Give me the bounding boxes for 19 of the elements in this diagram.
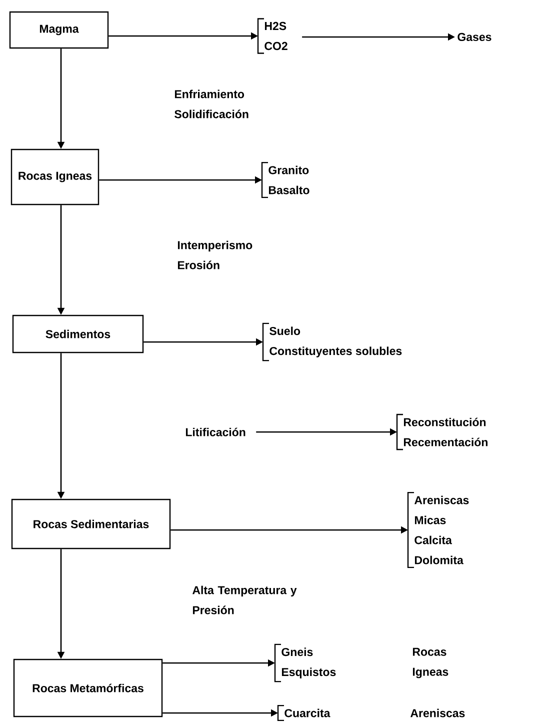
process-box: Rocas Sedimentarias [11,498,171,550]
process-box: Magma [9,11,109,49]
process-note: Enfriamiento Solidificación [174,90,248,118]
bracketed-list: Cuarcita [277,704,330,722]
bracketed-list: Reconstitución Recementación [396,414,488,450]
bracketed-list: Suelo Constituyentes solubles [262,322,402,362]
process-box: Rocas Igneas [10,148,100,206]
bracketed-list: Areniscas Micas Calcita Dolomita [407,492,469,568]
bracketed-list: H2S CO2 [257,18,288,54]
category-text: Rocas Igneas [412,648,448,678]
process-text: Litificación [186,428,246,436]
process-text: Gases [458,32,492,42]
process-box: Rocas Metamórficas [13,658,163,718]
process-box: Sedimentos [12,314,144,354]
process-note: Intemperismo Erosión [178,240,252,270]
bracketed-list: Gneis Esquistos [274,644,336,682]
category-text: Areniscas [410,708,465,718]
bracketed-list: Granito Basalto [261,162,310,198]
process-note: Alta Temperatura y Presión [192,586,297,614]
